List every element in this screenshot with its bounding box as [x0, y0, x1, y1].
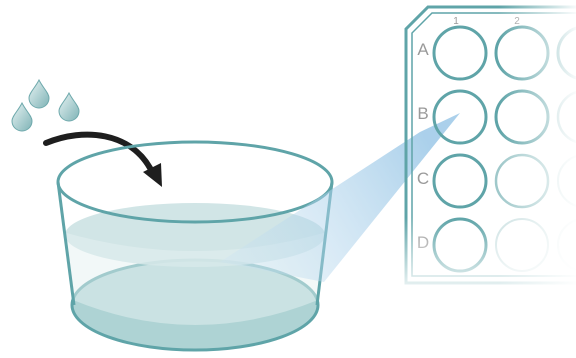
water-drops [11, 78, 80, 132]
plate-fade-bottom [404, 0, 576, 290]
water-drop-icon [58, 91, 80, 122]
well-plate-icon: 1 2 A B C D [404, 0, 576, 290]
magnify-beam [220, 113, 460, 282]
dish-rim [56, 140, 334, 224]
curved-arrow-icon [43, 131, 162, 187]
water-drop-icon [11, 101, 33, 132]
water-drop-icon [28, 78, 50, 109]
